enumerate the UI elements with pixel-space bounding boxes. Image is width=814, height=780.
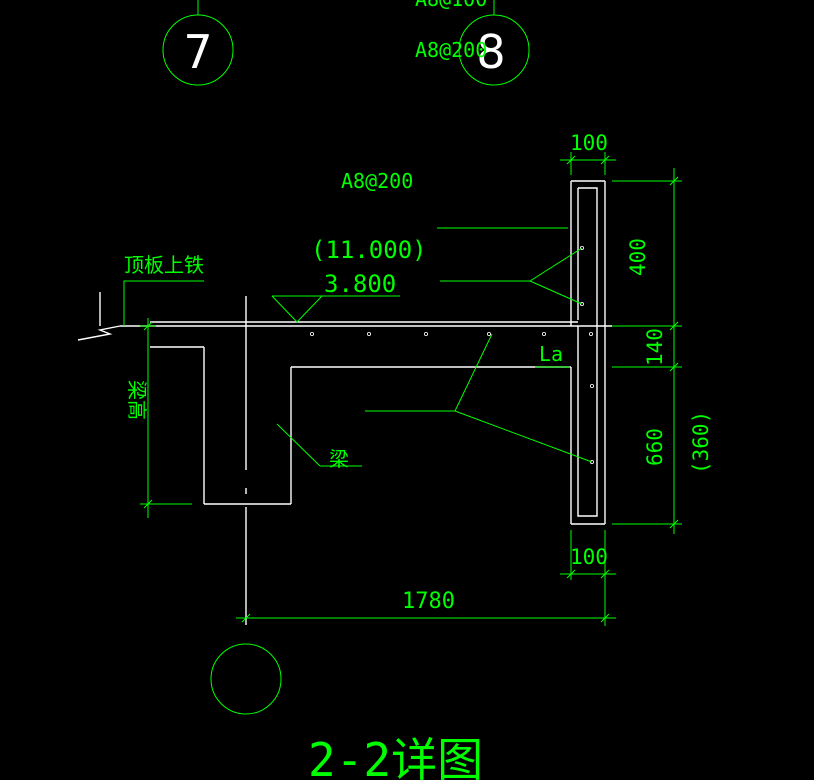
dim-wall-bottom: 100 — [570, 545, 608, 569]
dim-span: 1780 — [402, 589, 455, 614]
leaders — [123, 227, 593, 518]
axis-8-label: 8 — [476, 25, 505, 79]
drawing-title: 2-2详图 — [308, 733, 483, 780]
dimensions — [236, 152, 682, 626]
dim-lower-height: 660 — [643, 428, 667, 466]
dim-slab-thickness: 140 — [643, 328, 667, 366]
rebar-top-label: A8@200 — [341, 169, 413, 193]
beam-height-label: 梁高 — [125, 380, 149, 420]
axis-bubble-bottom[interactable] — [210, 643, 282, 715]
axis-bubble-7[interactable]: 7 — [162, 0, 234, 86]
anchor-label: La — [539, 342, 563, 366]
rebar-top-cut-label: A8@100 — [415, 0, 487, 11]
top-slab-rebar-label: 顶板上铁 — [124, 253, 204, 277]
elevation-line1: (11.000) — [311, 236, 427, 264]
reinforcement — [99, 187, 598, 625]
dim-upper-height: 400 — [626, 238, 650, 276]
dim-wall-top: 100 — [570, 131, 608, 155]
dim-lower-height-alt: (360) — [689, 411, 713, 474]
concrete-outline — [77, 180, 612, 525]
axis-7-label: 7 — [183, 25, 212, 79]
beam-label: 梁 — [329, 447, 349, 471]
elevation-line2: 3.800 — [324, 270, 396, 298]
axis-bubble-8[interactable]: 8 — [458, 0, 530, 86]
rebar-upper-label: A8@200 — [415, 38, 487, 62]
